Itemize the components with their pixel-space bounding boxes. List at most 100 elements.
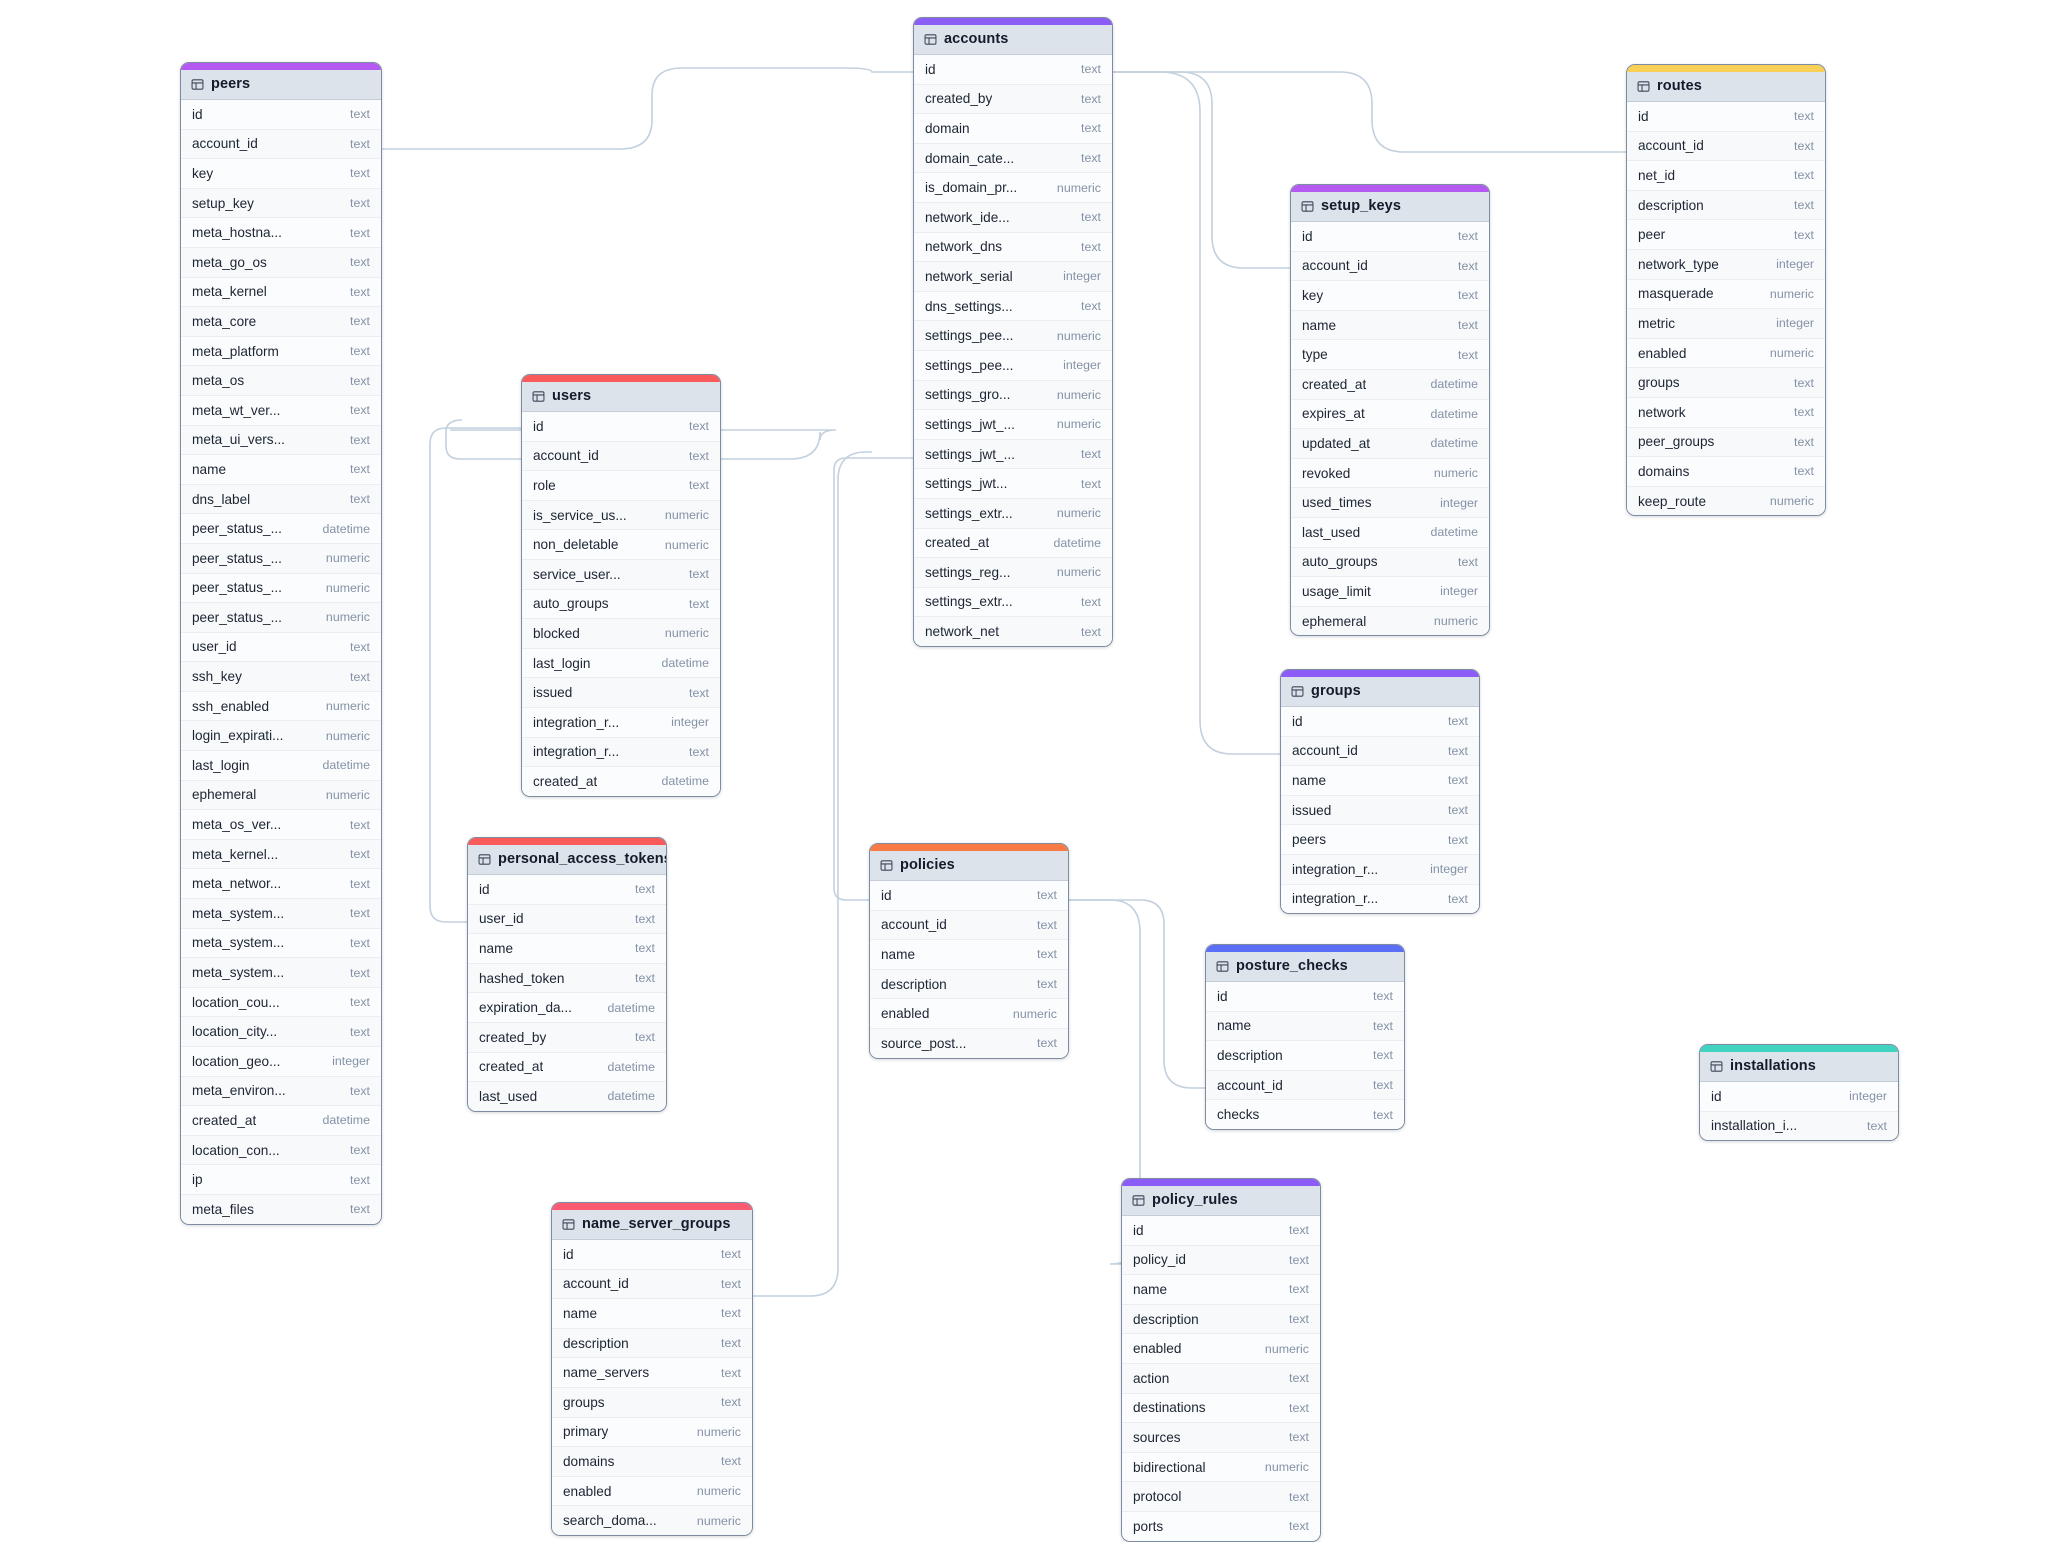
column-row[interactable]: meta_system...text (181, 899, 381, 929)
table-header-policies[interactable]: policies (870, 851, 1068, 881)
column-row[interactable]: meta_environ...text (181, 1076, 381, 1107)
table-header-name_server_groups[interactable]: name_server_groups (552, 1210, 752, 1240)
column-row[interactable]: peer_status_...numeric (181, 543, 381, 574)
table-header-personal_access_tokens[interactable]: personal_access_tokens (468, 845, 666, 875)
column-row[interactable]: source_post...text (870, 1028, 1068, 1058)
column-row[interactable]: meta_kernel...text (181, 839, 381, 870)
column-row[interactable]: integration_r...text (522, 737, 720, 768)
column-row[interactable]: settings_jwt...text (914, 469, 1112, 499)
table-header-setup_keys[interactable]: setup_keys (1291, 192, 1489, 222)
column-row[interactable]: meta_ui_vers...text (181, 425, 381, 456)
column-row[interactable]: peer_status_...numeric (181, 603, 381, 633)
column-row[interactable]: settings_reg...numeric (914, 558, 1112, 588)
table-header-installations[interactable]: installations (1700, 1052, 1898, 1082)
column-row[interactable]: location_cou...text (181, 987, 381, 1018)
column-row[interactable]: settings_jwt_...text (914, 439, 1112, 470)
column-row[interactable]: meta_system...text (181, 958, 381, 988)
column-row[interactable]: integration_r...text (1281, 884, 1479, 914)
column-row[interactable]: location_con...text (181, 1135, 381, 1166)
column-row[interactable]: integration_r...integer (1281, 854, 1479, 885)
column-row[interactable]: meta_networ...text (181, 869, 381, 900)
column-row[interactable]: search_doma...numeric (552, 1506, 752, 1535)
column-row[interactable]: network_ide...text (914, 202, 1112, 233)
column-row[interactable]: integration_r...integer (522, 707, 720, 738)
table-header-policy_rules[interactable]: policy_rules (1122, 1186, 1320, 1216)
column-row[interactable]: settings_pee...numeric (914, 321, 1112, 351)
column-row[interactable]: meta_hostna...text (181, 218, 381, 248)
column-row[interactable]: is_service_us...numeric (522, 500, 720, 531)
column-row[interactable]: peer_status_...numeric (181, 573, 381, 604)
column-row[interactable]: is_domain_pr...numeric (914, 173, 1112, 203)
column-row[interactable]: settings_gro...numeric (914, 380, 1112, 411)
column-row[interactable]: location_city...text (181, 1017, 381, 1047)
